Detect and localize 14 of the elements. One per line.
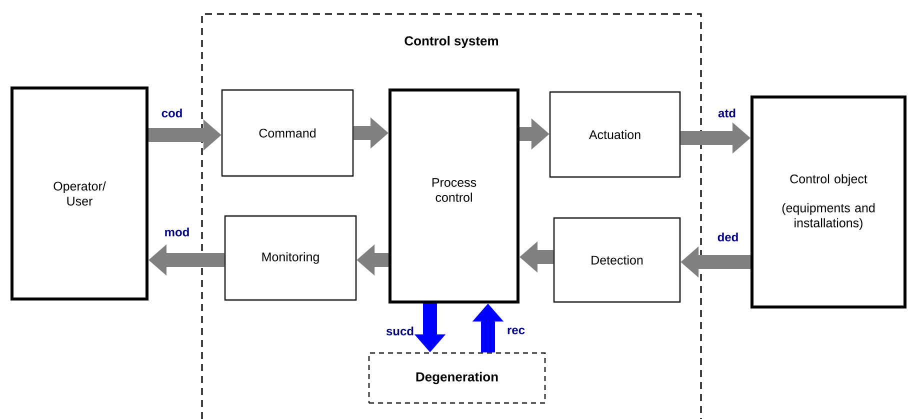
process-box: Monitoring (224, 215, 357, 301)
block-box: Operator/ User (10, 86, 148, 300)
block-box: Process control (388, 88, 520, 304)
edge-label: sucd (386, 326, 414, 336)
process-box: Detection (553, 217, 681, 303)
edge-label: rec (508, 328, 525, 334)
edge-label: atd (718, 108, 736, 118)
edge-label: mod (165, 228, 189, 236)
block-box: Control object (equipments and installations) (750, 96, 906, 308)
process-box: Command (221, 89, 354, 177)
edge-label: cod (162, 108, 182, 118)
process-box: Actuation (549, 91, 681, 178)
dashed-box: Degeneration (368, 352, 546, 404)
edge-label: ded (718, 232, 738, 242)
